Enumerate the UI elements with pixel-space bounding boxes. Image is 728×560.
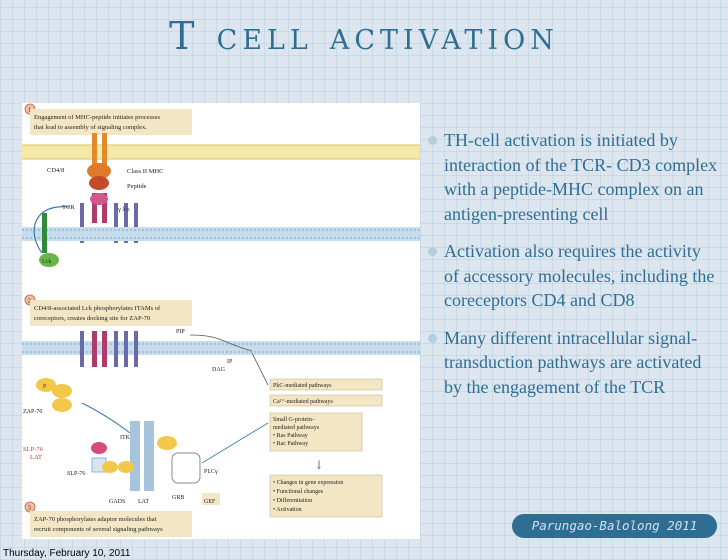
bullet-item: Many different intracellular signal-tran… [428, 326, 718, 400]
slide-title: T cell activation [169, 14, 559, 58]
label-zap70: ZAP-70 [23, 409, 42, 415]
slide-date: Thursday, February 10, 2011 [3, 548, 131, 559]
lck-arrow [33, 206, 71, 254]
label-pip2: PIP [176, 329, 185, 335]
outcome-1: • Changes in gene expression [273, 480, 343, 486]
step3-caption-2: recruit components of several signaling … [34, 526, 163, 533]
bullet-item: TH-cell activation is initiated by inter… [428, 128, 718, 226]
tcell-signaling-figure: 1 Engagement of MHC-peptide initiates pr… [22, 103, 420, 539]
label-tcr: TCR [62, 204, 75, 211]
label-lat: LAT [30, 454, 42, 461]
pathway-g-2: mediated pathways [273, 425, 320, 431]
author-credit: Parungao-Balolong 2011 [512, 514, 717, 538]
bullet-text-3: Many different intracellular signal-tran… [444, 327, 702, 397]
label-class-mhc: Class II MHC [127, 168, 163, 175]
outcome-2: • Functional changes [273, 489, 324, 495]
pip2-arrow [189, 334, 253, 352]
step1-caption-2: that lead to assembly of signaling compl… [34, 124, 147, 131]
step2-number: 2 [28, 297, 32, 305]
label-plcy: PLCγ [204, 469, 218, 475]
pathway-g-4: • Rac Pathway [273, 441, 308, 447]
outcomes-box: • Changes in gene expression • Functiona… [269, 474, 383, 518]
label-greek: γ δ ε [117, 206, 130, 213]
label-peptide: Peptide [127, 183, 147, 190]
bullet-dot-icon [428, 136, 437, 145]
lck-kinase [39, 253, 59, 267]
step2-caption-2: coreceptors, creates docking site for ZA… [34, 315, 150, 322]
label-cd4-8: CD4/8 [47, 167, 64, 174]
p-label-1: P [43, 384, 47, 390]
label-gef: GEF [204, 499, 216, 505]
bullet-text-1: TH-cell activation is initiated by inter… [444, 130, 718, 224]
pathway-ca: Ca²⁺-mediated pathways [273, 398, 333, 405]
step3-caption-1: ZAP-70 phosphorylates adaptor molecules … [34, 516, 157, 523]
label-slp76b: SLP-76 [67, 471, 85, 477]
label-slp76: SLP-76 [23, 446, 44, 453]
pathway-g-3: • Ras Pathway [273, 433, 308, 439]
apc-membrane [22, 145, 420, 159]
label-ip3: IP [227, 359, 233, 365]
step3-caption-box [30, 511, 192, 537]
figure-diagram: 1 Engagement of MHC-peptide initiates pr… [22, 103, 420, 537]
tcr-complex [80, 193, 138, 243]
bullet-item: Activation also requires the activity of… [428, 239, 718, 313]
bullet-dot-icon [428, 247, 437, 256]
step2-caption-box [30, 300, 192, 326]
label-gads: GADS [109, 499, 125, 505]
class-ii-mhc [87, 133, 111, 190]
pathway-g-1: Small G-protein– [273, 417, 316, 423]
outcome-4: • Activation [273, 507, 302, 513]
step2-caption-1: CD4/8-associated Lck phosphorylates ITAM… [34, 305, 161, 312]
label-itk: ITK [120, 435, 131, 441]
adaptor-complex [91, 421, 220, 505]
zap70-complex: P [36, 378, 72, 412]
bullet-dot-icon [428, 333, 437, 343]
step1-caption-box [30, 109, 192, 135]
tcell-membrane-1 [22, 227, 420, 241]
tcell-membrane-2 [22, 341, 420, 355]
pathway-pkc: PkC-mediated pathways [273, 383, 332, 389]
step1-number: 1 [28, 106, 32, 114]
pathway-boxes: PkC-mediated pathways Ca²⁺-mediated path… [269, 378, 383, 452]
step3-number: 3 [28, 504, 32, 512]
label-lck: Lck [42, 259, 51, 265]
label-lat2: LAT [138, 499, 149, 505]
step1-caption-1: Engagement of MHC-peptide initiates proc… [34, 114, 160, 121]
bullet-text-2: Activation also requires the activity of… [444, 241, 715, 310]
zap70-arrow [81, 402, 131, 434]
label-grb: GRB [172, 495, 184, 501]
outcome-3: • Differentiation [273, 497, 312, 504]
down-arrow-icon: ↓ [314, 458, 324, 472]
label-dag: DAG [212, 367, 226, 373]
bullet-list: TH-cell activation is initiated by inter… [428, 128, 718, 412]
